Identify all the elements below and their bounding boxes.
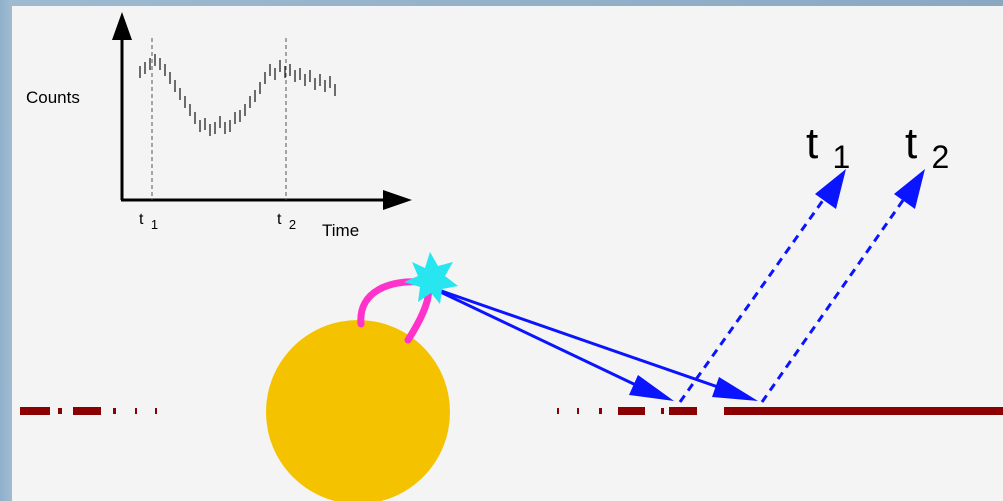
surface-segment <box>618 407 645 415</box>
reflected-rays <box>678 169 925 403</box>
surface-segment <box>599 408 602 414</box>
surface-segment <box>135 408 137 414</box>
light-curve-inset: Counts Time t 1 t 2 <box>26 12 412 240</box>
ray-to-surface-2 <box>429 285 719 389</box>
ray-to-surface-1 <box>429 285 641 389</box>
inset-tick-t2-main: t <box>277 211 282 228</box>
inset-tick-t2: t 2 <box>277 211 296 232</box>
sphere <box>266 320 450 501</box>
reflection-label-t2-sub: 2 <box>931 139 949 175</box>
surface-segment <box>557 408 559 414</box>
diagram-panel <box>12 6 1003 501</box>
surface-segment <box>724 407 1003 415</box>
reflected-ray-t1 <box>678 195 828 403</box>
reflected-ray-t2 <box>760 195 908 403</box>
flare-burst <box>404 252 458 304</box>
inset-tick-t1-sub: 1 <box>151 217 158 232</box>
counts-trace <box>139 54 336 136</box>
reflection-label-t2-main: t <box>905 119 917 168</box>
ray-2-arrowhead <box>712 377 758 401</box>
surface-segment <box>669 407 697 415</box>
surface-segment <box>73 407 101 415</box>
surface-segment <box>113 408 116 414</box>
inset-tick-t1: t 1 <box>139 211 158 232</box>
reflection-label-t1-sub: 1 <box>832 139 850 175</box>
surface-segment <box>58 408 62 414</box>
reflection-label-t1: t 1 <box>806 119 850 175</box>
inset-x-label: Time <box>322 221 359 240</box>
surface-segment <box>155 408 157 414</box>
surface-segment <box>20 407 50 415</box>
inset-tick-t1-main: t <box>139 211 144 228</box>
surface-segment <box>577 408 579 414</box>
reflected-ray-t2-arrowhead <box>894 169 925 209</box>
inset-tick-t2-sub: 2 <box>289 217 296 232</box>
inset-y-arrowhead <box>112 12 132 40</box>
inset-y-label: Counts <box>26 88 80 107</box>
reflection-label-t2: t 2 <box>905 119 949 175</box>
incident-rays <box>429 285 758 401</box>
surface-segment <box>661 408 664 414</box>
inset-x-arrowhead <box>383 190 412 210</box>
reflecting-surface <box>20 407 1003 415</box>
ray-1-arrowhead <box>629 375 674 401</box>
reflection-label-t1-main: t <box>806 119 818 168</box>
reflected-ray-t1-arrowhead <box>815 169 846 209</box>
